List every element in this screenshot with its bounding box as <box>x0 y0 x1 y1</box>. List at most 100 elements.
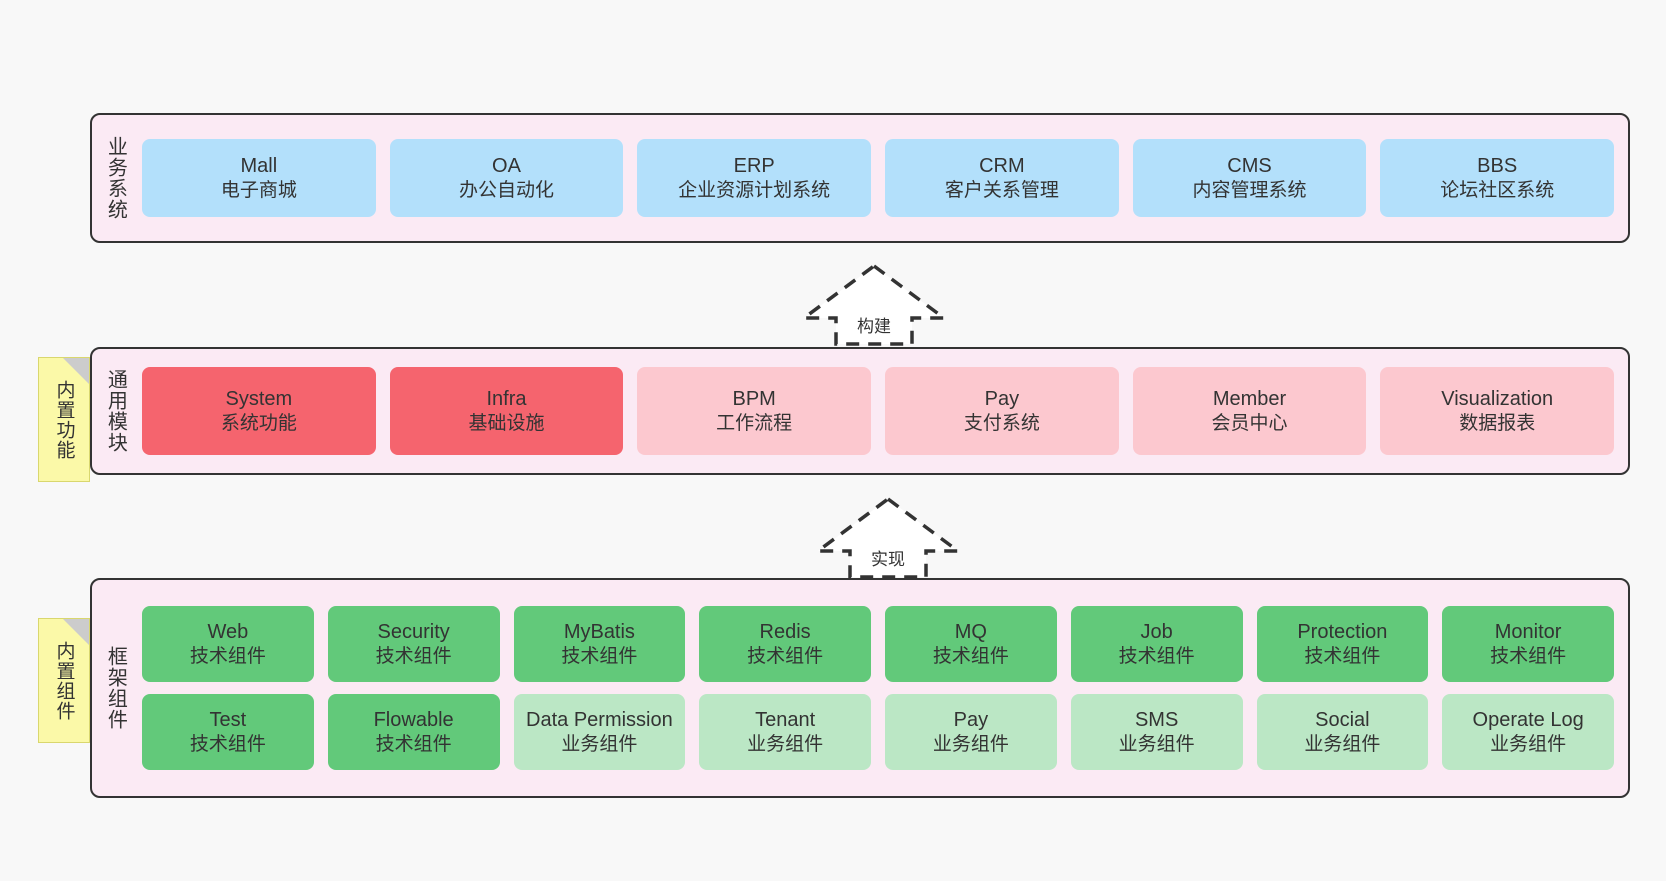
framework-card-web[interactable]: Web 技术组件 <box>142 606 314 682</box>
framework-card-flowable[interactable]: Flowable 技术组件 <box>327 694 500 770</box>
card-desc: 技术组件 <box>561 645 638 667</box>
card-desc: 技术组件 <box>747 645 824 667</box>
connector-build-label: 构建 <box>857 317 891 336</box>
card-name: Flowable <box>373 708 454 731</box>
card-desc: 会员中心 <box>1211 412 1288 434</box>
card-name: Test <box>209 708 247 731</box>
card-name: Visualization <box>1441 387 1554 410</box>
card-name: System <box>225 387 293 410</box>
module-card-infra[interactable]: Infra 基础设施 <box>389 367 624 455</box>
card-desc: 技术组件 <box>375 645 452 667</box>
note-label: 内置组件 <box>53 640 75 721</box>
card-desc: 业务组件 <box>1304 733 1381 755</box>
framework-card-protection[interactable]: Protection 技术组件 <box>1256 606 1429 682</box>
note-builtin-components: 内置组件 <box>38 618 90 743</box>
module-card-bpm[interactable]: BPM 工作流程 <box>637 367 872 455</box>
card-name: SMS <box>1134 708 1179 731</box>
business-card-oa[interactable]: OA 办公自动化 <box>389 139 624 217</box>
card-name: ERP <box>733 154 775 177</box>
framework-card-test[interactable]: Test 技术组件 <box>142 694 314 770</box>
framework-card-grid: Web 技术组件 Security 技术组件 MyBatis 技术组件 Redi… <box>142 606 1614 770</box>
framework-card-mybatis[interactable]: MyBatis 技术组件 <box>513 606 686 682</box>
business-card-cms[interactable]: CMS 内容管理系统 <box>1132 139 1367 217</box>
framework-card-operate-log[interactable]: Operate Log 业务组件 <box>1442 694 1614 770</box>
card-desc: 数据报表 <box>1459 412 1536 434</box>
card-name: Monitor <box>1494 620 1562 643</box>
card-desc: 业务组件 <box>747 733 824 755</box>
card-name: Data Permission <box>526 708 673 731</box>
card-name: Protection <box>1297 620 1388 643</box>
card-desc: 论坛社区系统 <box>1440 179 1555 201</box>
card-name: Redis <box>759 620 811 643</box>
framework-card-social[interactable]: Social 业务组件 <box>1256 694 1429 770</box>
card-desc: 工作流程 <box>716 412 793 434</box>
card-name: Tenant <box>755 708 816 731</box>
connector-implement-label: 实现 <box>871 550 905 569</box>
layer-title-business: 业务系统 <box>104 136 127 220</box>
framework-card-mq[interactable]: MQ 技术组件 <box>885 606 1057 682</box>
card-name: Job <box>1140 620 1173 643</box>
framework-card-tenant[interactable]: Tenant 业务组件 <box>699 694 871 770</box>
card-name: MyBatis <box>563 620 635 643</box>
card-name: Security <box>377 620 450 643</box>
card-name: BPM <box>732 387 776 410</box>
framework-card-sms[interactable]: SMS 业务组件 <box>1070 694 1243 770</box>
framework-card-job[interactable]: Job 技术组件 <box>1070 606 1243 682</box>
card-name: CMS <box>1227 154 1272 177</box>
card-desc: 基础设施 <box>468 412 545 434</box>
note-fold-corner-icon <box>63 619 89 645</box>
card-desc: 客户关系管理 <box>944 179 1059 201</box>
framework-card-data-permission[interactable]: Data Permission 业务组件 <box>513 694 686 770</box>
framework-card-security[interactable]: Security 技术组件 <box>327 606 500 682</box>
layer-business-systems: 业务系统 Mall 电子商城 OA 办公自动化 ERP 企业资源计划系统 CRM <box>90 113 1630 243</box>
layer-common-modules: 通用模块 System 系统功能 Infra 基础设施 BPM 工作流程 Pay <box>90 347 1630 475</box>
framework-card-row-1: Web 技术组件 Security 技术组件 MyBatis 技术组件 Redi… <box>142 606 1614 682</box>
card-name: Member <box>1212 387 1287 410</box>
card-desc: 技术组件 <box>189 645 266 667</box>
card-name: Web <box>207 620 249 643</box>
note-label: 内置功能 <box>53 379 75 460</box>
module-card-system[interactable]: System 系统功能 <box>142 367 376 455</box>
card-desc: 业务组件 <box>1118 733 1195 755</box>
card-name: Infra <box>486 387 527 410</box>
business-card-row: Mall 电子商城 OA 办公自动化 ERP 企业资源计划系统 CRM 客户关系… <box>142 139 1615 217</box>
card-name: Social <box>1315 708 1370 731</box>
framework-card-row-2: Test 技术组件 Flowable 技术组件 Data Permission … <box>142 694 1614 770</box>
layer-framework-components: 框架组件 Web 技术组件 Security 技术组件 MyBatis 技术组件 <box>90 578 1630 798</box>
connector-build-arrow: 构建 <box>798 262 950 347</box>
card-name: Pay <box>984 387 1020 410</box>
card-desc: 电子商城 <box>220 179 297 201</box>
card-desc: 支付系统 <box>963 412 1040 434</box>
layer-body-framework: Web 技术组件 Security 技术组件 MyBatis 技术组件 Redi… <box>138 580 1628 796</box>
card-desc: 业务组件 <box>932 733 1009 755</box>
card-desc: 业务组件 <box>1490 733 1567 755</box>
card-name: Operate Log <box>1472 708 1584 731</box>
card-name: MQ <box>954 620 987 643</box>
card-desc: 业务组件 <box>561 733 638 755</box>
card-desc: 技术组件 <box>1304 645 1381 667</box>
card-desc: 技术组件 <box>189 733 266 755</box>
framework-card-monitor[interactable]: Monitor 技术组件 <box>1442 606 1614 682</box>
module-card-visualization[interactable]: Visualization 数据报表 <box>1380 367 1615 455</box>
card-name: Pay <box>953 708 989 731</box>
framework-card-pay[interactable]: Pay 业务组件 <box>885 694 1057 770</box>
card-desc: 技术组件 <box>1490 645 1567 667</box>
card-desc: 内容管理系统 <box>1192 179 1307 201</box>
business-card-crm[interactable]: CRM 客户关系管理 <box>885 139 1119 217</box>
business-card-bbs[interactable]: BBS 论坛社区系统 <box>1380 139 1615 217</box>
module-card-member[interactable]: Member 会员中心 <box>1132 367 1367 455</box>
card-desc: 企业资源计划系统 <box>678 179 831 201</box>
card-name: BBS <box>1477 154 1518 177</box>
layer-title-modules: 通用模块 <box>104 369 127 453</box>
layer-title-framework: 框架组件 <box>104 646 127 730</box>
card-desc: 办公自动化 <box>459 179 555 201</box>
note-fold-corner-icon <box>63 358 89 384</box>
business-card-erp[interactable]: ERP 企业资源计划系统 <box>637 139 872 217</box>
module-card-pay[interactable]: Pay 支付系统 <box>885 367 1119 455</box>
layer-body-business: Mall 电子商城 OA 办公自动化 ERP 企业资源计划系统 CRM 客户关系… <box>138 115 1628 241</box>
business-card-mall[interactable]: Mall 电子商城 <box>142 139 376 217</box>
card-desc: 技术组件 <box>375 733 452 755</box>
card-name: OA <box>492 154 521 177</box>
framework-card-redis[interactable]: Redis 技术组件 <box>699 606 871 682</box>
